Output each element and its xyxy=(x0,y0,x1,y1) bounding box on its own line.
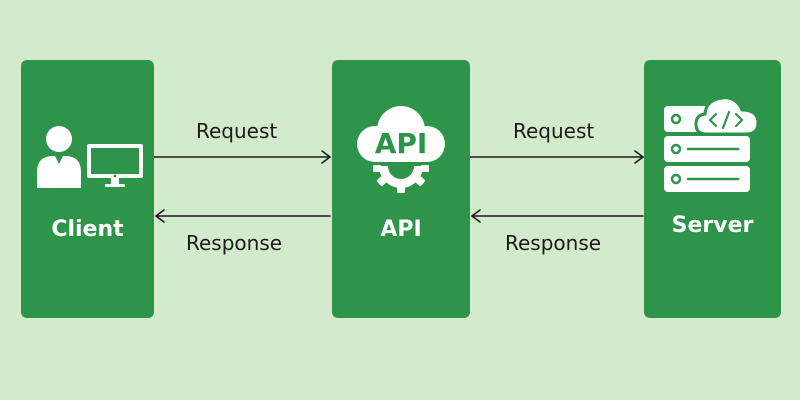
response-label-api-client: Response xyxy=(186,231,283,255)
user-with-monitor-icon xyxy=(37,126,143,188)
arrow-api-to-server xyxy=(469,150,644,164)
arrow-api-to-client xyxy=(155,209,331,223)
api-icon-text: API xyxy=(375,127,428,160)
server-label: Server xyxy=(671,213,754,238)
arrow-client-to-api xyxy=(153,150,331,164)
api-label: API xyxy=(380,217,422,242)
server-rack-cloud-code-icon xyxy=(664,96,760,192)
request-label-client-api: Request xyxy=(196,119,278,143)
api-cloud-gear-icon: API xyxy=(357,106,445,193)
client-label: Client xyxy=(51,217,124,242)
server-node: Server xyxy=(644,60,781,318)
response-label-server-api: Response xyxy=(505,231,602,255)
api-node: API API xyxy=(332,60,470,318)
request-label-api-server: Request xyxy=(513,119,595,143)
client-node: Client xyxy=(21,60,154,318)
arrow-server-to-api xyxy=(471,209,644,223)
